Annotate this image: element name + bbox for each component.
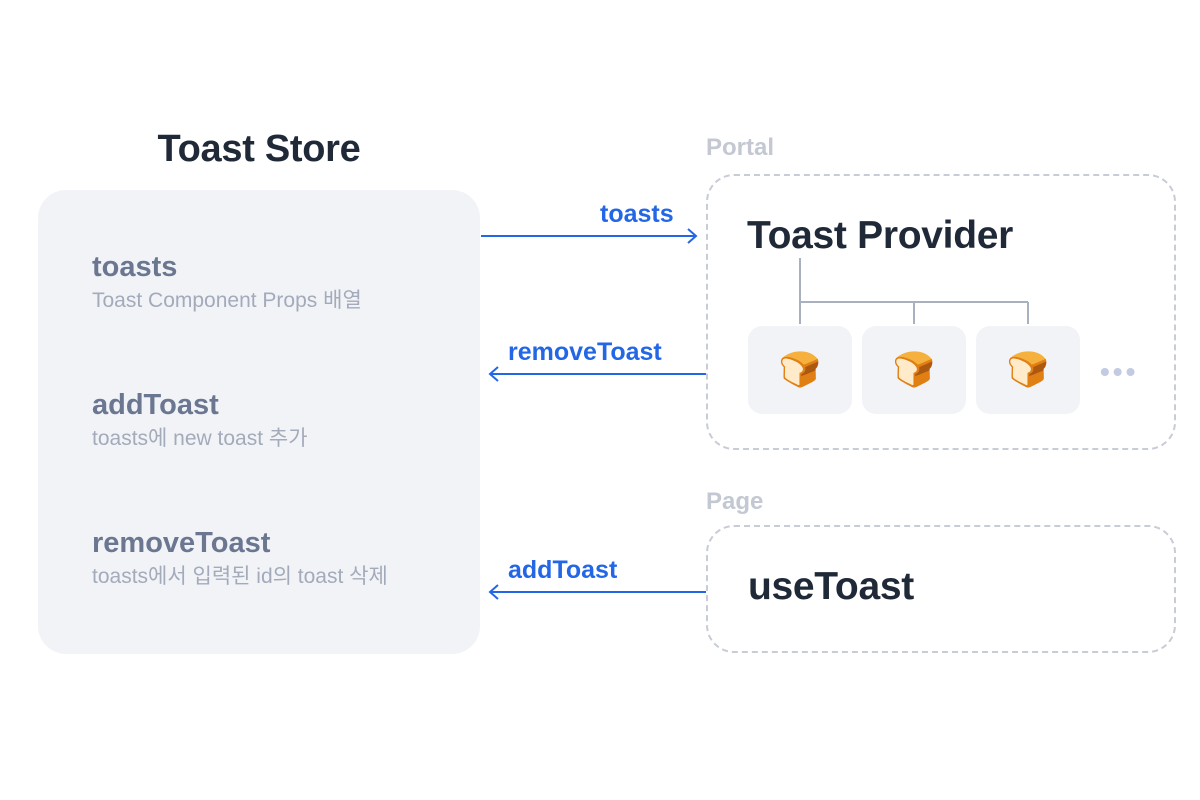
use-toast-box: useToast	[706, 525, 1176, 653]
arrow-label-toasts: toasts	[600, 200, 674, 228]
store-item-name: toasts	[92, 251, 178, 283]
toast-card: 🍞	[976, 326, 1080, 414]
arrowhead-left-icon	[488, 366, 499, 382]
toast-store-title: Toast Store	[157, 128, 361, 170]
arrowhead-left-icon	[488, 584, 499, 600]
page-label: Page	[706, 488, 764, 515]
store-item-toasts: toasts Toast Component Props 배열	[92, 250, 362, 314]
store-item-name: addToast	[92, 389, 219, 421]
arrowhead-right-icon	[687, 228, 698, 244]
toast-card: 🍞	[748, 326, 852, 414]
store-item-desc: Toast Component Props 배열	[92, 289, 362, 312]
arrow-label-remove-toast: removeToast	[508, 338, 662, 366]
toast-store-box: toasts Toast Component Props 배열 addToast…	[38, 190, 480, 654]
provider-tree	[799, 258, 1029, 324]
store-item-name: removeToast	[92, 527, 271, 559]
bread-icon: 🍞	[1006, 351, 1050, 389]
store-item-desc: toasts에 new toast 추가	[92, 427, 308, 450]
bread-icon: 🍞	[778, 351, 822, 389]
more-ellipsis: •••	[1100, 356, 1139, 387]
bread-icon: 🍞	[892, 351, 936, 389]
toast-provider-title: Toast Provider	[747, 214, 1013, 257]
toast-provider-box: Toast Provider 🍞 🍞 🍞 •••	[706, 174, 1176, 450]
arrow-label-add-toast: addToast	[508, 556, 618, 584]
store-item-remove-toast: removeToast toasts에서 입력된 id의 toast 삭제	[92, 526, 388, 590]
store-item-add-toast: addToast toasts에 new toast 추가	[92, 388, 308, 452]
store-item-desc: toasts에서 입력된 id의 toast 삭제	[92, 565, 388, 588]
portal-label: Portal	[706, 134, 775, 161]
toast-card: 🍞	[862, 326, 966, 414]
use-toast-title: useToast	[748, 565, 914, 608]
